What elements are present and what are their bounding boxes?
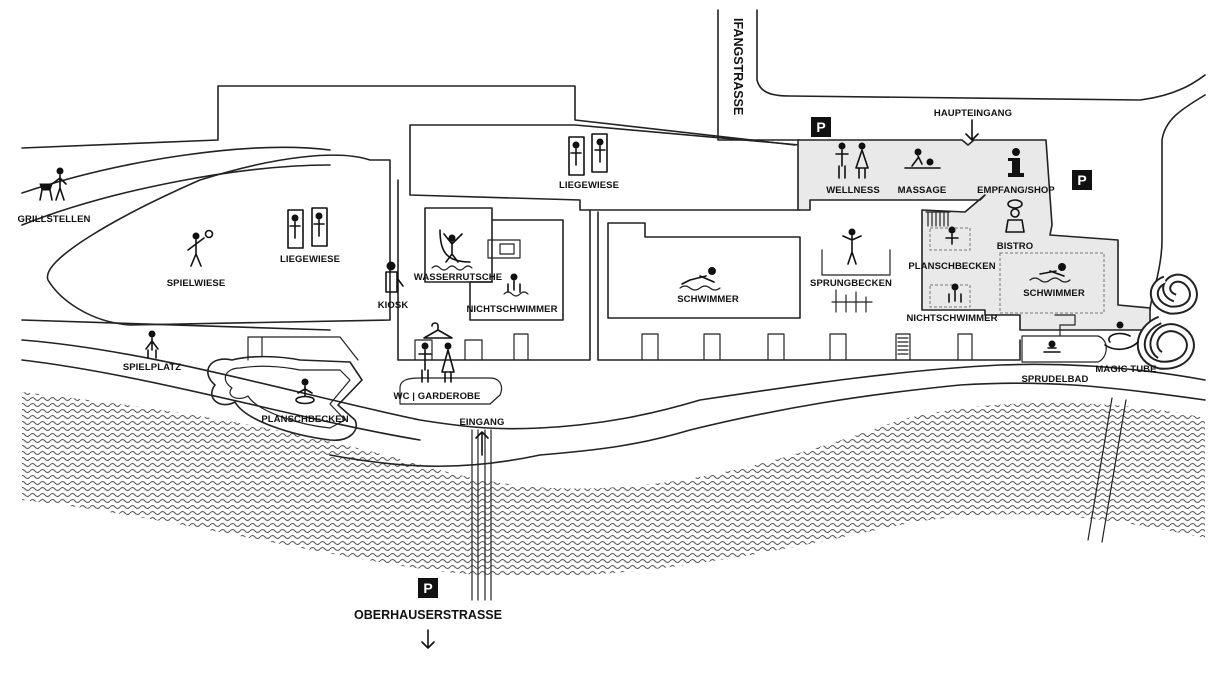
spielwiese-meadow: [46, 154, 391, 326]
central-grounds: [409, 124, 801, 211]
swimmer-icon: [1029, 263, 1071, 283]
wasserrutsche-pool: [424, 207, 493, 283]
arrow-down-icon: [421, 629, 435, 649]
slide-icon: [431, 229, 473, 271]
magic-tube-slide: [1136, 273, 1198, 370]
roads: [21, 9, 1206, 601]
arrow-up-icon: [475, 431, 489, 456]
wc-icon: [418, 342, 455, 383]
swimmer-icon: [503, 273, 529, 297]
parking-marker-east: P: [1072, 170, 1092, 190]
grill-icon: [39, 167, 67, 201]
pool-edge-notches: [414, 333, 973, 361]
wellness-figures-icon: [835, 142, 869, 179]
label-empfang-shop: EMPFANG/SHOP: [977, 185, 1055, 196]
label-spielwiese: SPIELWIESE: [167, 278, 226, 289]
planschbecken-outdoor-pool: [207, 355, 363, 441]
street-label-oberhauserstrasse: OBERHAUSERSTRASSE: [354, 608, 502, 622]
parking-icon: P: [1077, 172, 1086, 188]
arrow-down-icon: [965, 119, 979, 141]
nichtschwimmer-outdoor-pool: [469, 219, 564, 321]
label-schwimmer-outdoor: SCHWIMMER: [677, 294, 739, 305]
child-icon: [145, 330, 159, 359]
label-liegewiese-west: LIEGEWIESE: [280, 254, 340, 265]
parking-icon: P: [816, 119, 825, 135]
tube-rider-icon: [1104, 321, 1139, 351]
parking-icon: P: [423, 580, 432, 596]
label-wellness: WELLNESS: [826, 185, 880, 196]
label-sprudelbad: SPRUDELBAD: [1022, 374, 1089, 385]
label-schwimmer-indoor: SCHWIMMER: [1023, 288, 1085, 299]
massage-icon: [904, 148, 941, 169]
wc-garderobe-pad: [399, 377, 503, 405]
bather-icon: [1043, 340, 1061, 353]
swimmer-icon: [679, 267, 721, 291]
indoor-building: [797, 139, 1151, 331]
parking-marker-south: P: [418, 578, 438, 598]
tennis-player-icon: [187, 229, 214, 267]
schwimmer-outdoor-pool: [607, 222, 801, 319]
child-icon: [295, 378, 315, 405]
label-haupteingang: HAUPTEINGANG: [934, 108, 1012, 119]
label-liegewiese-north: LIEGEWIESE: [559, 180, 619, 191]
label-wc-garderobe: WC | GARDEROBE: [394, 391, 481, 402]
label-planschbecken-indoor: PLANSCHBECKEN: [908, 261, 995, 272]
sunbather-icon: [568, 133, 608, 176]
street-label-ifangstrasse: IFANGSTRASSE: [731, 18, 745, 115]
label-kiosk: KIOSK: [378, 300, 409, 311]
sprudelbad-pool: [1021, 335, 1107, 363]
label-massage: MASSAGE: [898, 185, 947, 196]
river: [22, 392, 1205, 577]
diver-icon: [842, 228, 862, 265]
label-bistro: BISTRO: [997, 241, 1034, 252]
label-grillstellen: GRILLSTELLEN: [18, 214, 91, 225]
sunbather-icon: [287, 207, 328, 249]
label-wasserrutsche: WASSERRUTSCHE: [414, 272, 502, 283]
kiosk-vendor-icon: [385, 261, 404, 293]
info-icon: [1008, 148, 1024, 177]
label-sprungbecken: SPRUNGBECKEN: [810, 278, 892, 289]
swimmer-icon: [948, 283, 962, 303]
label-magic-tube: MAGIC TUBE: [1095, 364, 1156, 375]
hanger-icon: [423, 322, 453, 339]
sprungbecken-pool: [821, 249, 891, 276]
chef-icon: [1005, 199, 1025, 233]
label-nichtschwimmer-indoor: NICHTSCHWIMMER: [906, 313, 997, 324]
label-spielplatz: SPIELPLATZ: [123, 362, 181, 373]
label-eingang: EINGANG: [459, 417, 504, 428]
label-planschbecken-outdoor: PLANSCHBECKEN: [261, 414, 348, 425]
parking-marker-top: P: [811, 117, 831, 137]
label-nichtschwimmer-outdoor: NICHTSCHWIMMER: [466, 304, 557, 315]
child-icon: [945, 226, 959, 245]
indoor-schwimmer-dashed: [999, 252, 1105, 314]
